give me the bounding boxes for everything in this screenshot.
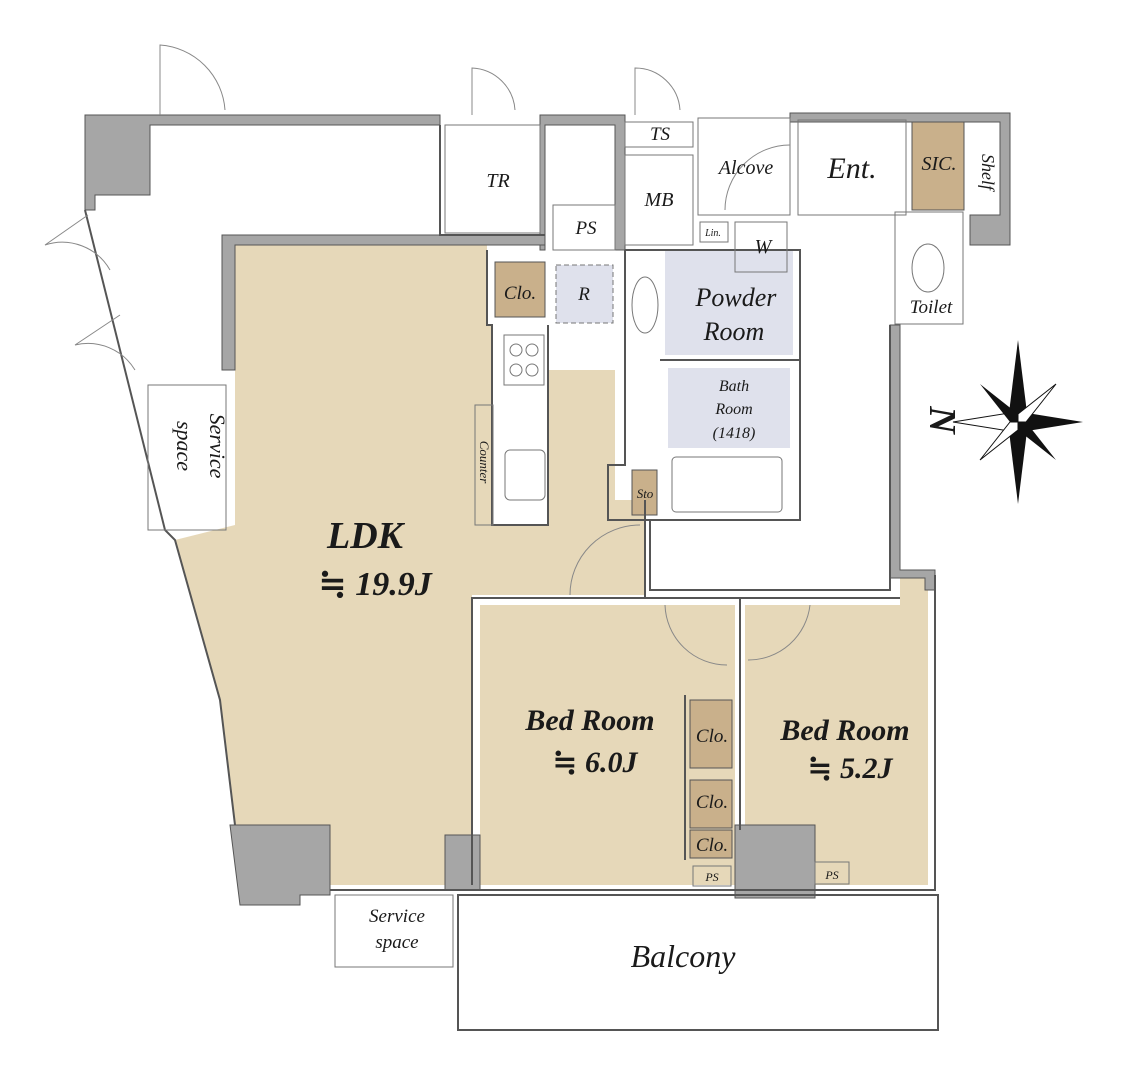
label-balcony: Balcony	[631, 938, 737, 974]
label-closet-kitchen: Clo.	[504, 283, 536, 304]
wall-top-left	[84, 114, 441, 211]
alcove-room	[697, 117, 791, 216]
wall-column-bottom-left	[229, 824, 331, 906]
bath-room-floor	[668, 368, 790, 448]
label-powder-1: Powder	[695, 283, 778, 312]
label-ts: TS	[650, 124, 671, 145]
label-storage: Sto	[637, 486, 654, 501]
washbasin-icon	[631, 276, 659, 334]
door-swing-top-3	[634, 67, 681, 115]
wall-column-bottom-mid	[444, 834, 481, 891]
outline-hall	[649, 325, 891, 591]
balcony-outline	[457, 894, 939, 1031]
toilet-icon	[911, 243, 945, 293]
door-swing-bed1	[664, 604, 728, 666]
kitchen-counter	[474, 404, 494, 526]
label-alcove: Alcove	[717, 157, 774, 179]
wall-top-right	[789, 112, 1011, 246]
label-bed2-name: Bed Room	[779, 714, 909, 747]
label-washer: W	[755, 236, 774, 258]
mb-room	[624, 154, 694, 246]
door-swing-bed2	[747, 604, 811, 661]
door-swing-top-2	[471, 67, 516, 115]
label-ps-bottom-b: PS	[824, 868, 838, 882]
closet-kitchen	[494, 261, 546, 318]
label-bath-size: (1418)	[713, 425, 756, 442]
label-closet-bed-c: Clo.	[696, 835, 728, 856]
label-closet-bed-b: Clo.	[696, 792, 728, 813]
entrance-room	[797, 119, 907, 216]
label-powder-2: Room	[703, 317, 765, 346]
outline-top-rooms	[439, 125, 545, 236]
outline-kitchen	[486, 250, 549, 526]
label-service-bottom-2: space	[375, 932, 418, 953]
label-toilet: Toilet	[910, 297, 953, 318]
fridge-space	[555, 264, 614, 324]
closet-bed-a	[689, 699, 733, 769]
label-mb: MB	[644, 189, 674, 211]
toilet-room	[894, 211, 964, 325]
label-ldk-name: LDK	[326, 515, 406, 557]
powder-room-floor	[665, 250, 793, 355]
wall-column-bottom-right	[734, 824, 816, 899]
ts-room	[624, 121, 694, 148]
ps-bottom-a-box	[692, 865, 732, 887]
label-entrance: Ent.	[826, 152, 876, 185]
label-ps-top: PS	[574, 218, 597, 239]
door-swing-ldk	[569, 524, 641, 596]
label-ldk-size: ≒ 19.9J	[318, 566, 432, 603]
door-swing-left-1	[44, 214, 111, 271]
door-swing-alcove	[724, 144, 791, 211]
label-fridge: R	[577, 284, 590, 305]
label-sic: SIC.	[922, 153, 957, 175]
closet-bed-c	[689, 829, 733, 859]
outline-exterior-left	[84, 209, 236, 826]
label-shelf: Shelf	[978, 154, 998, 193]
ldk-floor	[175, 245, 645, 885]
service-space-bottom	[334, 894, 454, 968]
service-space-left	[147, 384, 227, 531]
label-service-left-1: Service	[205, 414, 230, 479]
bedroom-1-floor	[480, 605, 735, 885]
stove-icon	[503, 334, 545, 386]
door-swing-top-1	[159, 44, 226, 115]
ps-bottom-b-box	[814, 861, 850, 885]
label-service-bottom-1: Service	[369, 906, 425, 927]
label-bed1-size: ≒ 6.0J	[552, 746, 638, 779]
outline-bottom	[330, 575, 936, 891]
linen-space	[699, 221, 729, 243]
label-ps-bottom-a: PS	[704, 870, 718, 884]
outline-wet-area	[607, 249, 801, 521]
door-swing-left-2	[74, 314, 136, 371]
label-bath-1: Bath	[719, 378, 749, 395]
label-bed2-size: ≒ 5.2J	[807, 752, 893, 785]
closet-bed-b	[689, 779, 733, 829]
sink-icon	[504, 449, 546, 501]
sic-closet	[911, 121, 965, 211]
label-closet-bed-a: Clo.	[696, 726, 728, 747]
label-linen: Lin.	[704, 228, 721, 239]
label-tr: TR	[486, 170, 509, 192]
wall-right	[889, 324, 936, 591]
compass-north-label: N	[921, 405, 963, 435]
compass-rose-icon	[952, 340, 1083, 504]
ps-room-top	[552, 204, 616, 251]
bathtub-icon	[671, 456, 783, 513]
bedroom-2-floor	[745, 578, 928, 885]
label-service-left-2: space	[172, 421, 197, 471]
washer-space	[734, 221, 788, 273]
tr-room	[444, 124, 541, 234]
label-counter: Counter	[477, 441, 492, 485]
label-bed1-name: Bed Room	[524, 704, 654, 737]
label-bath-2: Room	[714, 401, 752, 418]
